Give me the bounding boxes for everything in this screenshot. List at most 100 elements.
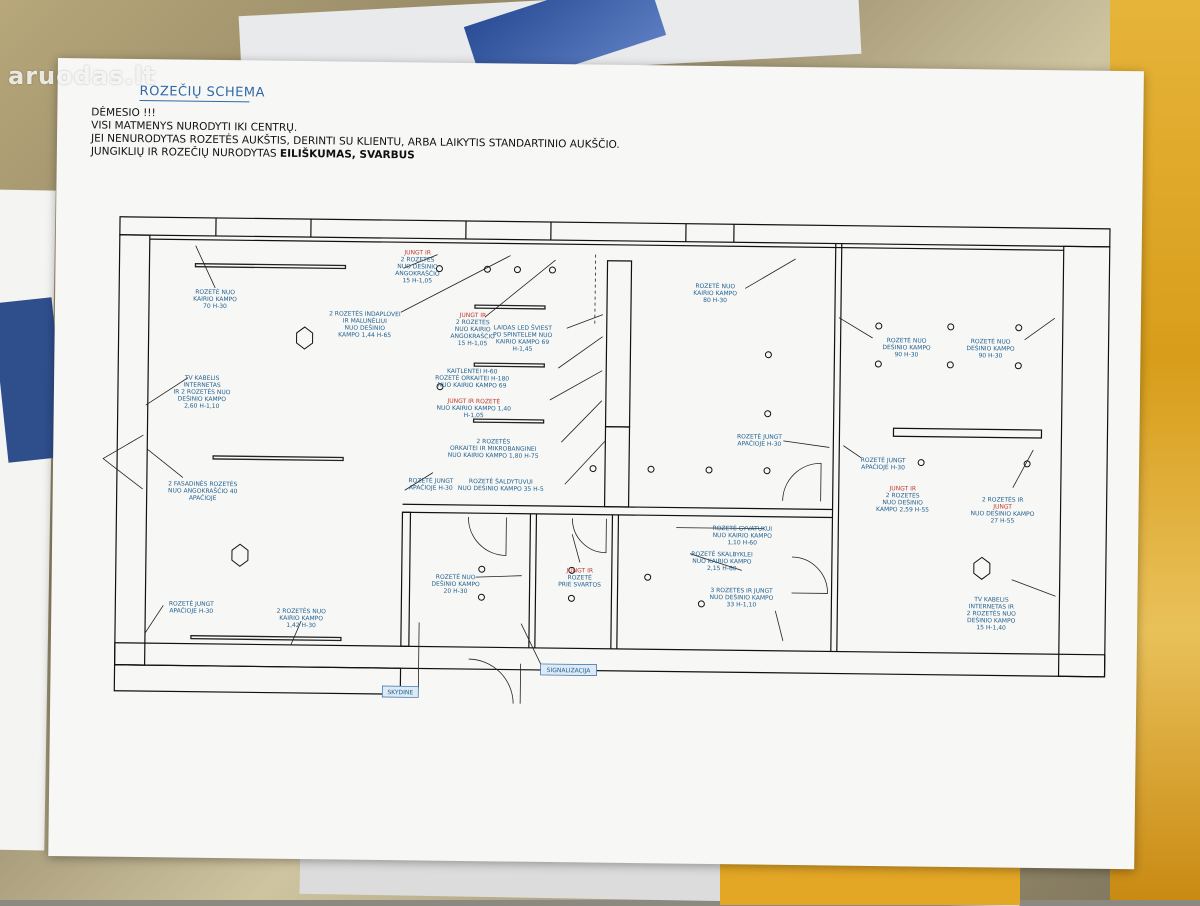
wall-kitchen-divider-low bbox=[605, 427, 630, 507]
outlet-label-l18: JUNGT IR2 ROZETĖSNUO DEŠINIOKAMPO 2,59 H… bbox=[876, 485, 929, 514]
outlet-label-l01: ROZETĖ NUOKAIRIO KAMPO70 H-30 bbox=[193, 289, 237, 311]
wall-hall-left bbox=[401, 512, 411, 646]
ceiling-light-2 bbox=[232, 544, 248, 566]
leader bbox=[839, 318, 873, 338]
leader bbox=[745, 258, 795, 289]
outlet-label-line: APAČIOJE H-30 bbox=[409, 484, 453, 492]
wall-bath-2b bbox=[617, 515, 619, 649]
leader bbox=[1025, 318, 1055, 340]
wall-right bbox=[1059, 246, 1110, 677]
light-point bbox=[698, 601, 704, 607]
outlet-label-line: 15 H-1,40 bbox=[976, 624, 1006, 631]
outlet-bar-2 bbox=[475, 305, 545, 309]
outlet-label-l09: ROZETĖ ŠALDYTUVUINUO DEŠINIO KAMPO 35 H-… bbox=[458, 478, 544, 493]
outlet-label-line: 15 H-1,05 bbox=[402, 277, 432, 284]
leader bbox=[147, 449, 183, 477]
outlet-label-line: H-1,05 bbox=[464, 412, 484, 419]
outlet-label-l03: 2 ROZETĖS INDAPLOVEIIR MALUNĖLIUINUO DEŠ… bbox=[329, 310, 401, 339]
outlet-label-line: APAČIOJE H-30 bbox=[737, 440, 781, 448]
outlet-label-l07: JUNGT IR ROZETĖNUO KAIRIO KAMPO 1,40H-1,… bbox=[436, 398, 511, 420]
outlet-label-l04: JUNGT IR2 ROZETĖSNUO KAIRIOANGOKRAŠČIO15… bbox=[450, 312, 495, 348]
outlet-label-line: 20 H-30 bbox=[444, 588, 468, 595]
outlet-label-l10: ROZETĖ JUNGTAPAČIOJE H-30 bbox=[408, 477, 453, 492]
outlet-label-l15: ROZETĖ NUODEŠINIO KAMPO90 H-30 bbox=[882, 337, 931, 359]
dashed-line bbox=[595, 255, 596, 325]
outlet-label-l29: SIGNALIZACIJA bbox=[547, 667, 592, 675]
outlet-label-line: 2,60 H-1,10 bbox=[184, 403, 220, 410]
light-point bbox=[590, 466, 596, 472]
outlet-label-l26: ROZETĖ JUNGTAPAČIOJE H-30 bbox=[169, 600, 214, 615]
wall-hall-top bbox=[403, 504, 833, 509]
ceiling-light-3 bbox=[974, 557, 990, 579]
outlet-label-line: NUO KAIRIO KAMPO 69 bbox=[438, 382, 507, 390]
light-point bbox=[479, 566, 485, 572]
light-point bbox=[514, 267, 520, 273]
outlet-bar-3 bbox=[474, 363, 544, 367]
outlet-label-line: NUO DEŠINIO KAMPO 35 H-5 bbox=[458, 485, 544, 493]
light-point bbox=[1016, 325, 1022, 331]
outlet-label-line: 15 H-1,05 bbox=[458, 340, 488, 347]
outlet-label-line: SKYDINE bbox=[387, 689, 413, 696]
leader bbox=[561, 400, 602, 442]
outlet-bar-6 bbox=[191, 636, 341, 641]
light-point bbox=[706, 467, 712, 473]
leader bbox=[565, 440, 606, 484]
wall-bottom bbox=[115, 643, 1105, 677]
light-point bbox=[648, 466, 654, 472]
wall-hall-top-2 bbox=[402, 512, 832, 517]
light-point bbox=[764, 468, 770, 474]
outlet-label-line: 70 H-30 bbox=[203, 303, 227, 310]
wall-bath-1 bbox=[529, 514, 531, 648]
outlet-label-l28: SKYDINE bbox=[387, 689, 413, 696]
outlet-label-l24: ROZETĖ NUODEŠINIO KAMPO20 H-30 bbox=[431, 574, 480, 596]
outlet-label-l22: 3 ROZETĖS IR JUNGTNUO DEŠINIO KAMPO33 H-… bbox=[709, 587, 773, 609]
light-point bbox=[918, 460, 924, 466]
wall-bath-1b bbox=[535, 514, 537, 648]
leader-lines bbox=[142, 245, 1059, 696]
outlet-label-line: APAČIOJE H-30 bbox=[861, 464, 905, 472]
outlet-bar-5 bbox=[213, 456, 343, 461]
light-point bbox=[645, 574, 651, 580]
light-point bbox=[549, 267, 555, 273]
leader bbox=[1012, 580, 1056, 597]
floor-plan-sheet: ROZEČIŲ SCHEMA DĖMESIO !!! VISI MATMENYS… bbox=[48, 58, 1144, 869]
outlet-label-l23: TV KABELISINTERNETAS IR2 ROZETĖS NUODEŠI… bbox=[966, 596, 1016, 632]
outlet-label-line: 2,15 H-60 bbox=[707, 565, 737, 572]
outlet-label-l16: ROZETĖ NUODEŠINIO KAMPO90 H-30 bbox=[966, 338, 1015, 360]
wall-kitchen-divider bbox=[606, 261, 632, 427]
leader bbox=[783, 441, 829, 448]
outlet-label-l11: TV KABELISINTERNETASIR 2 ROZETĖS NUODEŠI… bbox=[173, 374, 231, 410]
outlet-label-line: NUO KAIRIO KAMPO 1,80 H-75 bbox=[448, 452, 539, 460]
leader bbox=[843, 446, 861, 458]
outlet-label-l19: 2 ROZETĖS IRJUNGTNUO DEŠINIO KAMPO27 H-5… bbox=[970, 496, 1034, 525]
door-arc-1 bbox=[783, 463, 821, 501]
outlet-label-l20: ROZETĖ GYVATUKUINUO KAIRIO KAMPO1,10 H-6… bbox=[712, 525, 772, 547]
outlet-label-l05: LAIDAS LED ŠVIESTPO SPINTELEM NUOKAIRIO … bbox=[493, 324, 553, 353]
outlet-label-line: PRIE SVARTOS bbox=[558, 581, 601, 589]
leader bbox=[550, 370, 602, 401]
outlet-label-l13: ROZETĖ NUOKAIRIO KAMPO80 H-30 bbox=[693, 283, 737, 305]
outlet-label-l25: JUNGT IRROZETĖPRIE SVARTOS bbox=[558, 567, 601, 589]
light-point bbox=[948, 324, 954, 330]
door-arc-3 bbox=[572, 518, 606, 552]
outlet-label-line: 27 H-55 bbox=[990, 517, 1014, 524]
bay-window bbox=[103, 435, 144, 489]
outlet-label-line: H-1,45 bbox=[512, 346, 532, 353]
leader bbox=[418, 622, 419, 688]
outlet-label-line: 1,42 H-30 bbox=[286, 622, 316, 629]
outlet-label-line: SIGNALIZACIJA bbox=[547, 667, 592, 675]
light-point bbox=[947, 362, 953, 368]
light-point bbox=[478, 594, 484, 600]
wall-bedroom-split bbox=[893, 428, 1041, 438]
light-point bbox=[875, 361, 881, 367]
outlet-bar-4 bbox=[474, 419, 544, 423]
leader bbox=[567, 314, 603, 328]
outlet-label-l06: KAITLENTEI H-60ROZETĖ ORKAITEI H-180NUO … bbox=[435, 368, 509, 390]
outlet-label-line: KAMPO 1,44 H-65 bbox=[338, 331, 391, 339]
leader bbox=[521, 624, 541, 664]
door-arc-4 bbox=[792, 557, 828, 593]
leader bbox=[476, 575, 522, 578]
wall-left bbox=[115, 235, 150, 665]
outlet-label-line: 1,10 H-60 bbox=[727, 539, 757, 546]
